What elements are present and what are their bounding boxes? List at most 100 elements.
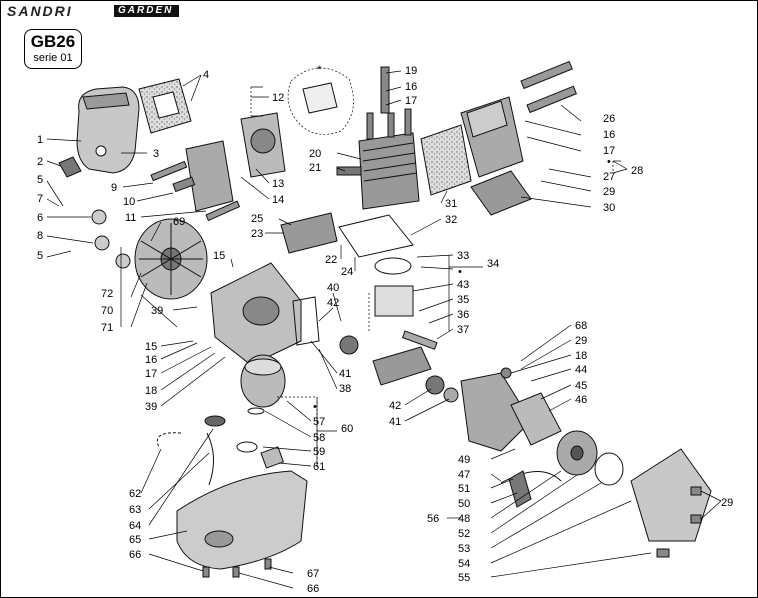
recoil-hub xyxy=(570,445,584,461)
crankcase-gasket xyxy=(292,296,320,346)
callout-24: 24 xyxy=(341,266,353,278)
callout-51: 51 xyxy=(458,483,470,495)
callout-11: 11 xyxy=(125,212,136,224)
callout-53: 53 xyxy=(458,543,470,555)
bolt-right xyxy=(404,108,412,136)
callout-dot-28: • xyxy=(607,156,611,168)
callout-29-top: 29 xyxy=(603,186,615,198)
callout-41-left: 41 xyxy=(339,368,351,380)
callout-29-mid: 29 xyxy=(575,335,587,347)
callout-41-bottom: 41 xyxy=(389,416,401,428)
callout-46: 46 xyxy=(575,394,587,406)
callout-dot-34: • xyxy=(458,266,462,278)
callout-13: 13 xyxy=(272,178,284,190)
muffler-bolt-1 xyxy=(520,60,573,90)
callout-38: 38 xyxy=(339,383,351,395)
callout-16-right: 16 xyxy=(603,129,615,141)
callout-47: 47 xyxy=(458,469,470,481)
part-drawings xyxy=(58,60,712,578)
bolt-left xyxy=(366,112,374,140)
piston-ring xyxy=(374,257,412,275)
washer-8 xyxy=(94,235,110,251)
callout-57: 57 xyxy=(313,416,325,428)
callout-35: 35 xyxy=(457,294,469,306)
washer-70 xyxy=(115,253,131,269)
clutch-plate xyxy=(510,392,562,446)
callout-42-top: 42 xyxy=(327,297,339,309)
crankcase-bore xyxy=(242,296,280,326)
callout-31: 31 xyxy=(445,198,457,210)
fuel-line xyxy=(156,432,182,448)
muffler-shield xyxy=(470,170,532,216)
callout-30: 30 xyxy=(603,202,615,214)
base-gasket xyxy=(338,214,414,258)
cylinder-fins xyxy=(362,142,418,182)
callout-7: 7 xyxy=(37,193,43,205)
clutch-housing xyxy=(460,372,532,452)
callout-54: 54 xyxy=(458,558,470,570)
callout-34: 34 xyxy=(487,258,499,270)
callout-16-bottom: 16 xyxy=(145,354,157,366)
callout-65: 65 xyxy=(129,534,141,546)
callout-15-top: 15 xyxy=(213,250,225,262)
callout-52: 52 xyxy=(458,528,470,540)
callout-42-bottom: 42 xyxy=(389,400,401,412)
callout-45: 45 xyxy=(575,380,587,392)
callout-72: 72 xyxy=(101,288,113,300)
callout-66-right: 66 xyxy=(307,583,319,595)
callout-18-left: 18 xyxy=(145,385,157,397)
recoil-spring xyxy=(594,452,624,486)
leader-lines xyxy=(46,70,722,589)
callout-61: 61 xyxy=(313,461,325,473)
callout-26: 26 xyxy=(603,113,615,125)
callout-71: 71 xyxy=(101,322,113,334)
screw-10 xyxy=(172,176,196,193)
bearing-right xyxy=(425,375,445,395)
callout-32: 32 xyxy=(445,214,457,226)
seal-41 xyxy=(443,387,459,403)
callout-48: 48 xyxy=(458,513,470,525)
bearing-left xyxy=(339,335,359,355)
start-rope xyxy=(500,471,562,484)
callout-58: 58 xyxy=(313,432,325,444)
fuel-filter xyxy=(260,446,285,469)
callout-39-bottom: 39 xyxy=(145,401,157,413)
group-brackets xyxy=(120,86,628,467)
piston xyxy=(374,285,414,317)
callout-19: 19 xyxy=(405,65,417,77)
starter-cover-hole xyxy=(95,145,107,157)
cylinder xyxy=(358,132,420,210)
callout-17-right: 17 xyxy=(603,145,615,157)
callout-63: 63 xyxy=(129,504,141,516)
muffler-gasket xyxy=(420,124,472,196)
intake-manifold xyxy=(280,212,338,254)
bolt-29-right xyxy=(690,486,702,496)
callout-50: 50 xyxy=(458,498,470,510)
tank-screw-3 xyxy=(264,558,272,570)
crankshaft xyxy=(372,346,432,386)
callout-23: 23 xyxy=(251,228,263,240)
bolt-29-right-2 xyxy=(690,514,702,524)
spark-plug xyxy=(336,166,362,176)
callout-1: 1 xyxy=(37,134,43,146)
bolt-mid xyxy=(387,112,395,138)
callout-6: 6 xyxy=(37,212,43,224)
tank-opening xyxy=(204,530,234,548)
callout-49: 49 xyxy=(458,454,470,466)
carburetor-body xyxy=(185,140,234,212)
callout-44: 44 xyxy=(575,364,587,376)
crank-pin xyxy=(401,330,438,350)
callout-20: 20 xyxy=(309,148,321,160)
rope-handle xyxy=(508,470,532,508)
pull-handle xyxy=(58,156,82,178)
callout-2: 2 xyxy=(37,156,43,168)
callout-labels: 1 2 3 4 5 5 6 7 8 9 10 11 12 13 14 15 15… xyxy=(37,64,733,595)
fuel-cap-top xyxy=(244,358,282,376)
callout-66-left: 66 xyxy=(129,549,141,561)
callout-64: 64 xyxy=(129,520,141,532)
callout-5-top: 5 xyxy=(37,174,43,186)
callout-22: 22 xyxy=(325,254,337,266)
callout-4: 4 xyxy=(203,69,209,81)
